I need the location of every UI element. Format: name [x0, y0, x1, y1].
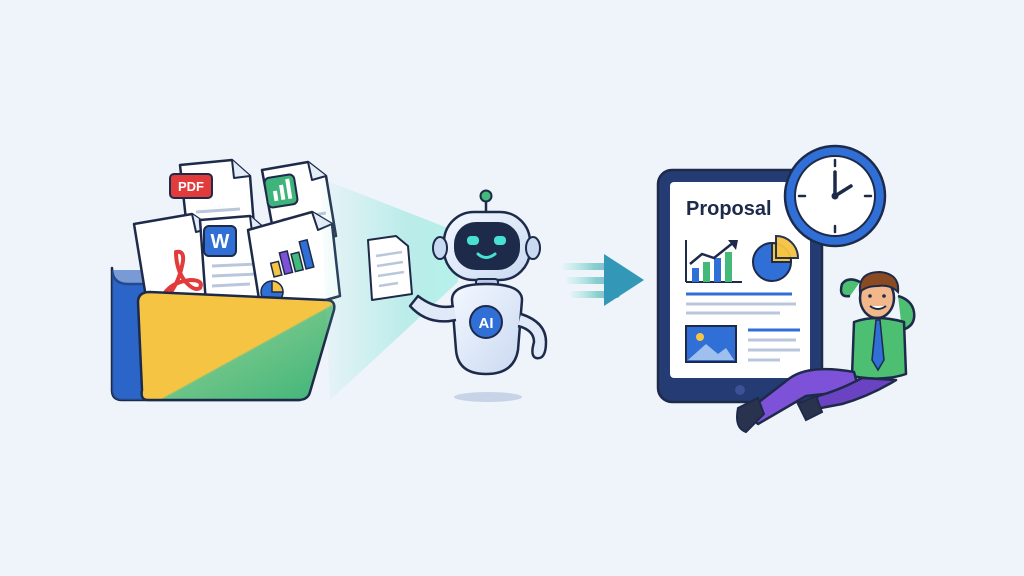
robot-icon: AI	[408, 189, 548, 402]
handheld-document-icon	[367, 235, 413, 301]
pie-chart-icon	[752, 234, 800, 282]
clock-icon	[783, 144, 887, 248]
arrow-right-icon	[562, 254, 644, 306]
robot-ai-badge: AI	[479, 315, 494, 332]
tablet-icon: Proposal	[656, 168, 824, 404]
document-title: Proposal	[686, 198, 772, 220]
relaxed-person-icon	[736, 270, 916, 434]
word-badge-label: W	[211, 231, 230, 253]
trend-chart-icon	[685, 240, 742, 283]
image-thumbnail-icon	[685, 325, 737, 363]
folder-front	[136, 290, 336, 402]
pdf-badge-label: PDF	[178, 179, 204, 194]
